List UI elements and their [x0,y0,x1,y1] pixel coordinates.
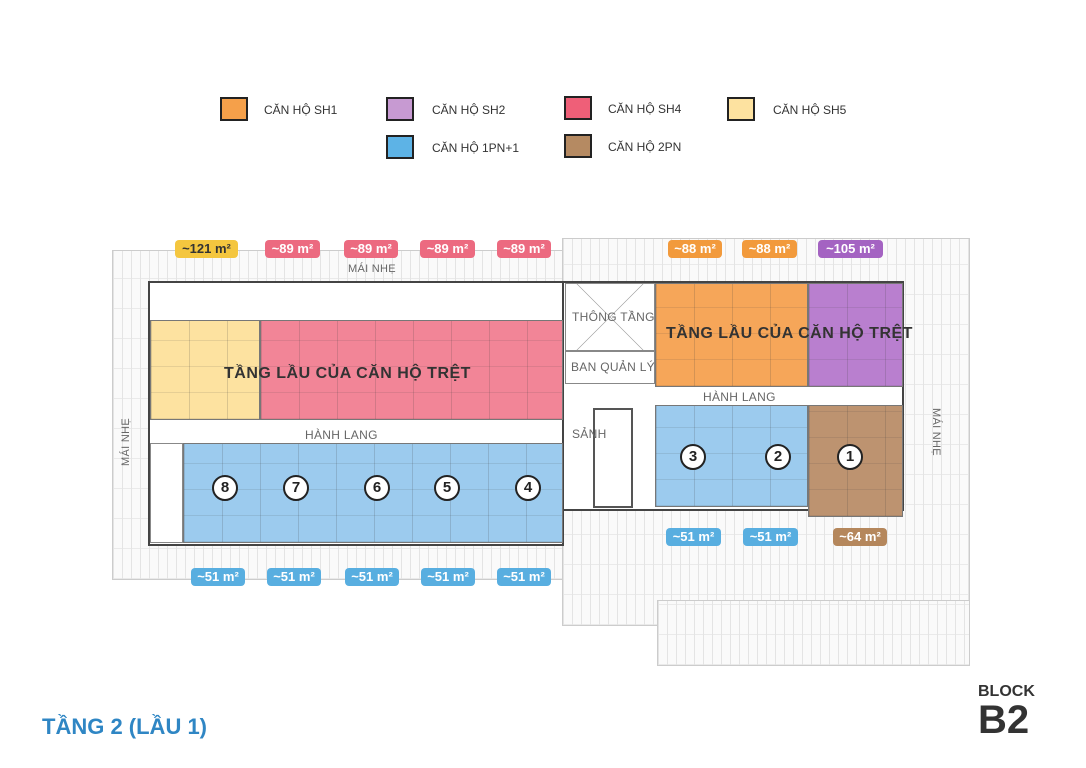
legend-label: CĂN HỘ SH2 [432,103,506,117]
thong-tang-label: THÔNG TẦNG [572,310,655,324]
legend-swatch-sh2 [386,97,414,121]
mai-nhe-left: MÁI NHẸ [120,418,132,466]
legend-swatch-sh1 [220,97,248,121]
area-badge: ~51 m² [191,568,245,586]
legend-swatch-1pn1 [386,135,414,159]
block-name: B2 [978,698,1030,742]
legend-swatch-sh4 [564,96,592,120]
area-badge: ~51 m² [497,568,551,586]
area-badge: ~51 m² [345,568,399,586]
unit-number[interactable]: 4 [515,475,541,501]
mai-nhe-top: MÁI NHẸ [348,263,396,275]
legend-label: CĂN HỘ 1PN+1 [432,141,520,155]
unit-number[interactable]: 2 [765,444,791,470]
area-badge: ~121 m² [175,240,238,258]
legend-swatch-2pn [564,134,592,158]
legend-swatch-sh5 [727,97,755,121]
legend-label: CĂN HỘ SH4 [608,102,682,116]
area-badge: ~51 m² [267,568,321,586]
upper-floor-label-left: TẦNG LẦU CỦA CĂN HỘ TRỆT [224,365,471,382]
area-badge: ~51 m² [743,528,798,546]
unit-number[interactable]: 6 [364,475,390,501]
roof-extension [657,600,970,666]
legend-label: CĂN HỘ SH5 [773,103,847,117]
sanh-label: SẢNH [572,427,607,441]
elevator-core [593,408,633,508]
area-badge: ~64 m² [833,528,887,546]
area-badge: ~105 m² [818,240,883,258]
hanh-lang-left: HÀNH LANG [305,428,378,442]
unit-number[interactable]: 5 [434,475,460,501]
unit-sh2[interactable] [808,283,903,387]
mai-nhe-right: MÁI NHẸ [930,408,942,456]
block-label: BLOCK [978,683,1035,700]
area-badge: ~51 m² [421,568,475,586]
units-sh1[interactable] [655,283,808,387]
unit-number[interactable]: 1 [837,444,863,470]
area-badge: ~89 m² [265,240,320,258]
ban-quan-ly-label: BAN QUẢN LÝ [571,360,655,374]
legend-label: CĂN HỘ 2PN [608,140,682,154]
area-badge: ~51 m² [666,528,721,546]
stairwell [150,443,183,543]
upper-floor-label-right: TẦNG LẦU CỦA CĂN HỘ TRỆT [666,325,913,342]
room-ban-quan-ly [565,351,655,384]
void-thong-tang [565,283,655,351]
area-badge: ~88 m² [742,240,797,258]
unit-number[interactable]: 8 [212,475,238,501]
unit-number[interactable]: 3 [680,444,706,470]
area-badge: ~88 m² [668,240,722,258]
area-badge: ~89 m² [497,240,551,258]
units-sh4[interactable] [260,320,563,420]
hanh-lang-right: HÀNH LANG [703,390,776,404]
unit-number[interactable]: 7 [283,475,309,501]
legend-label: CĂN HỘ SH1 [264,103,338,117]
unit-sh5[interactable] [150,320,260,420]
area-badge: ~89 m² [344,240,398,258]
area-badge: ~89 m² [420,240,475,258]
unit-2pn[interactable] [808,405,903,517]
floor-title: TẦNG 2 (LẦU 1) [42,714,207,739]
